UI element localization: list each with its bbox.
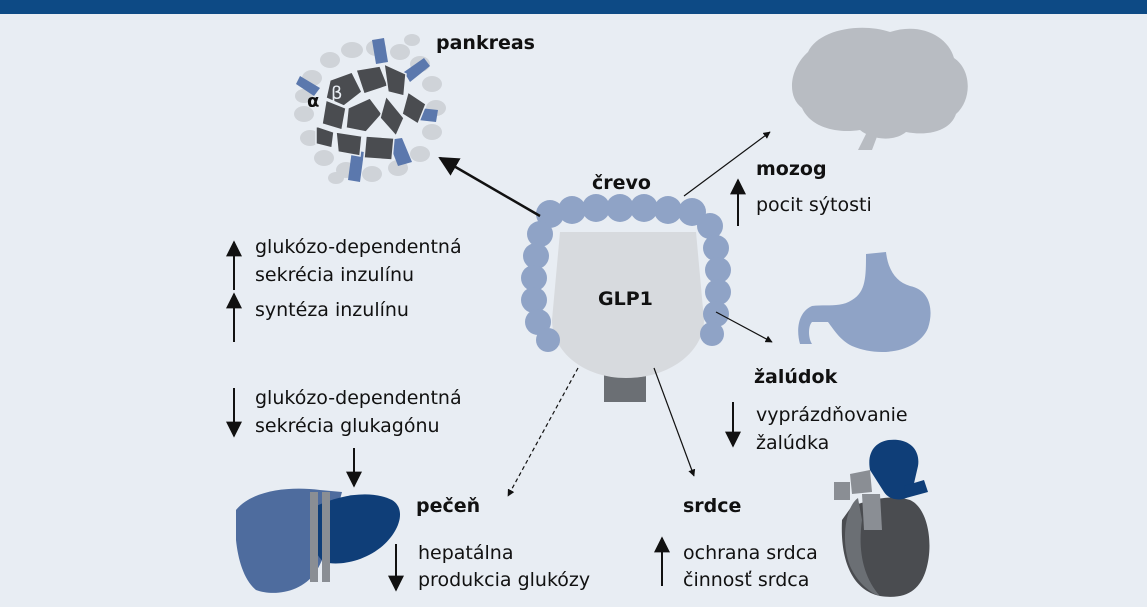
liver-icon [236,489,400,593]
pancreas-effect-line-3: syntéza inzulínu [255,297,409,323]
stomach-effect-line-1: vyprázdňovanie [756,402,908,428]
arrow-to-stomach [716,312,772,342]
pancreas-effect-line-1: glukózo-dependentná [255,234,462,260]
heart-effect-line-2: činnosť srdca [683,567,809,593]
intestine-title: črevo [592,172,651,194]
stomach-effect-line-2: žalúdka [756,430,829,456]
liver-effect-line-2: produkcia glukózy [418,567,590,593]
stomach-icon [798,252,930,352]
arrow-to-liver [508,368,578,496]
pancreas-effect-line-5: sekrécia glukagónu [255,413,440,439]
hormone-label: GLP1 [598,288,653,310]
heart-icon [834,440,929,597]
alpha-cell-label: α [307,91,319,112]
stomach-title: žalúdok [754,366,837,388]
beta-cell-label: β [331,83,343,104]
brain-title: mozog [756,158,827,180]
pancreas-effect-line-2: sekrécia inzulínu [255,262,414,288]
pancreas-title: pankreas [436,32,535,54]
arrow-to-heart [654,368,694,476]
liver-title: pečeň [416,495,480,517]
arrow-to-pancreas [440,158,540,216]
liver-effect-line-1: hepatálna [418,540,514,566]
pancreas-effect-line-4: glukózo-dependentná [255,385,462,411]
brain-icon [792,28,968,150]
heart-effect-line-1: ochrana srdca [683,540,818,566]
heart-title: srdce [683,495,741,517]
brain-effect: pocit sýtosti [756,192,872,218]
